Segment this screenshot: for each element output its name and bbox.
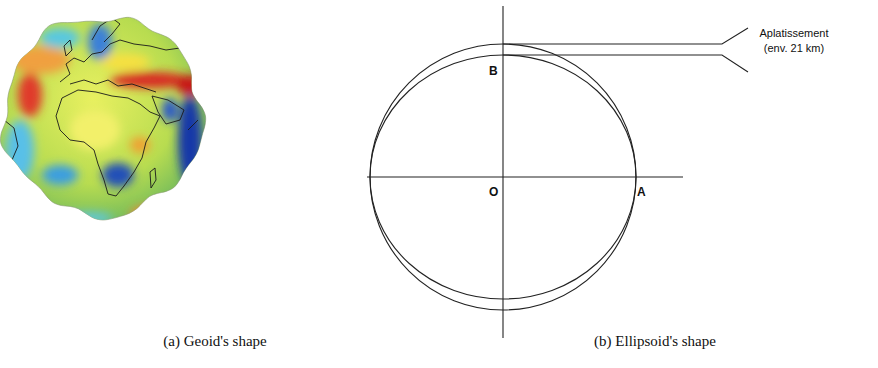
ellipsoid-diagram [367,6,748,338]
callout-label: Aplatissement (env. 21 km) [752,26,836,56]
axis-label: A [637,185,646,199]
reference-circle [370,44,636,310]
subfigure-caption: (a) Geoid's shape [163,333,267,350]
axis-label: B [489,64,498,78]
subfigure-caption: (b) Ellipsoid's shape [594,333,716,350]
ellipsoid-outline [370,55,636,299]
polar-axis [502,6,503,338]
geoid-globe [0,17,205,225]
axis-label: O [489,185,498,199]
flattening-callout [503,28,748,72]
